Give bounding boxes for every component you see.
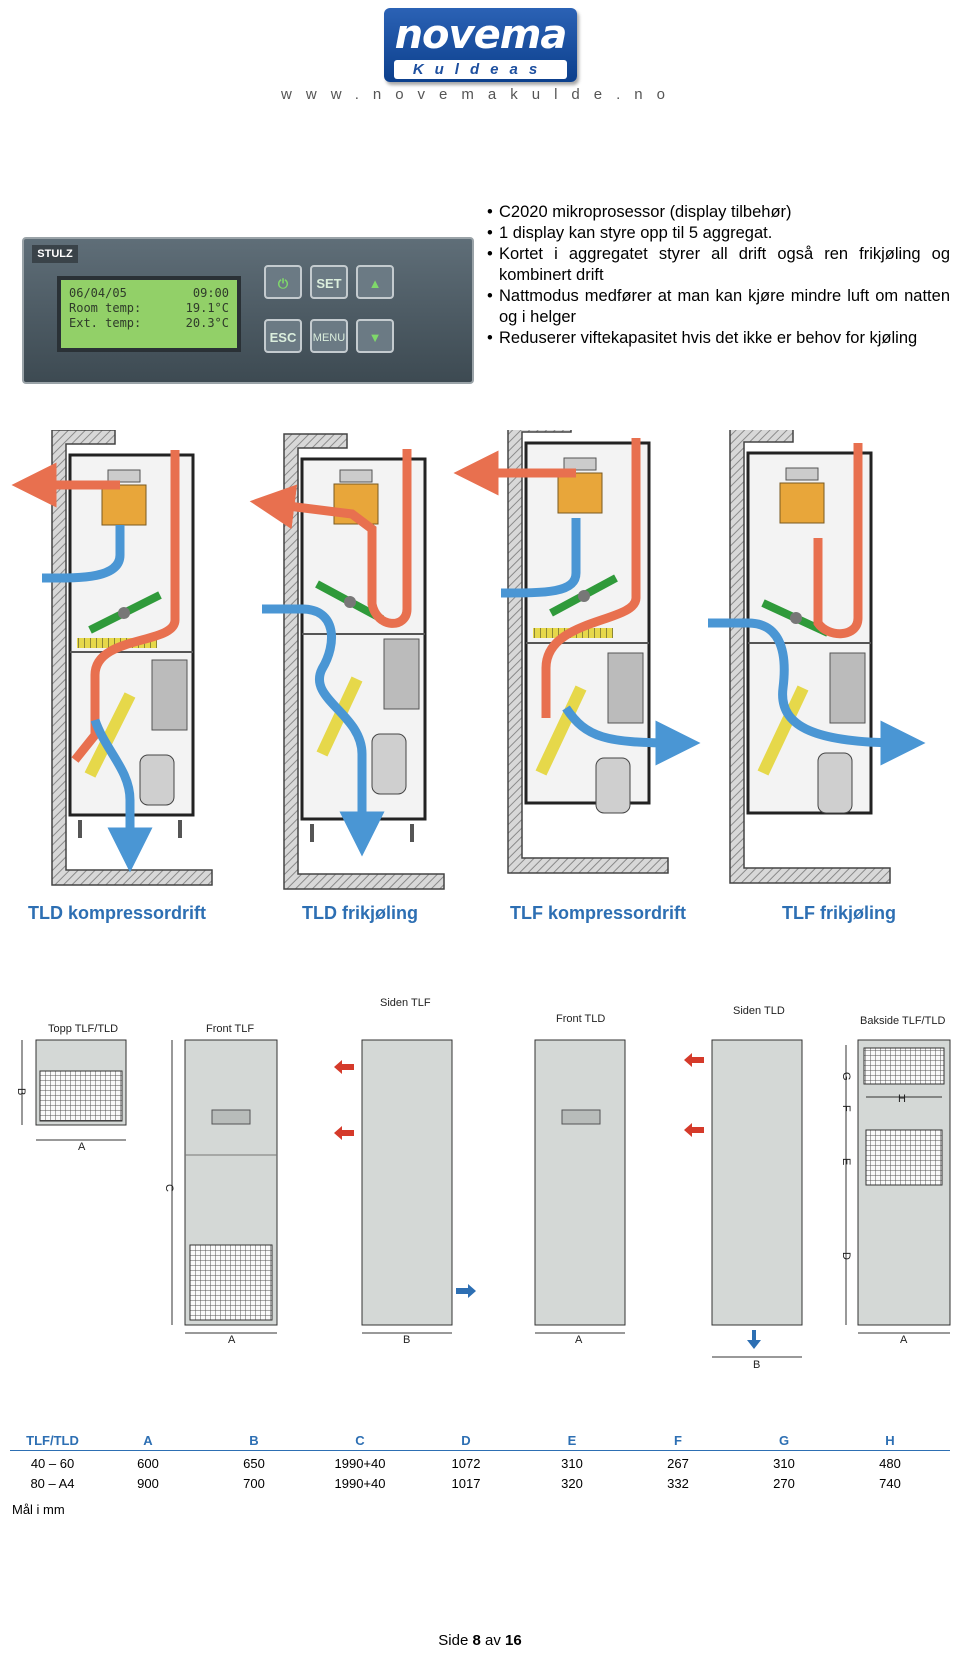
menu-button[interactable]: MENU — [310, 319, 348, 353]
power-button[interactable]: ⏻ — [264, 265, 302, 299]
footer-sep: av — [485, 1632, 501, 1649]
caption-tld-compressor: TLD kompressordrift — [28, 903, 207, 923]
lcd-room-label: Room temp: — [69, 301, 142, 315]
column-header: C — [355, 1433, 365, 1448]
column-header: E — [567, 1433, 577, 1448]
table-row: 80 – A4 900 700 1990+40 1017 320 332 270… — [10, 1476, 950, 1491]
dim-label-c: C — [163, 1184, 175, 1192]
dim-label-a: A — [900, 1334, 908, 1346]
esc-button[interactable]: ESC — [264, 319, 302, 353]
down-button[interactable]: ▼ — [356, 319, 394, 353]
column-header: A — [143, 1433, 153, 1448]
diagram-tlf-compressor — [453, 430, 701, 874]
view-label-front-tlf: Front TLF — [206, 1023, 254, 1035]
dimension-drawings: Topp TLF/TLD A B Front TLF C A Siden TLF… — [15, 997, 951, 1370]
table-header: TLF/TLD A B C D E F G H — [10, 1433, 950, 1451]
page-number: 8 — [472, 1632, 481, 1649]
table-cell: 1017 — [451, 1476, 481, 1491]
controller-panel: STULZ 06/04/05 09:00 Room temp: 19.1°C Ext… — [22, 237, 474, 384]
table-cell: 332 — [667, 1476, 689, 1491]
table-cell: 480 — [879, 1456, 901, 1471]
table-cell: 1072 — [451, 1456, 481, 1471]
view-label-side-tlf: Siden TLF — [380, 997, 431, 1009]
dim-label-a: A — [228, 1334, 236, 1346]
table-cell: 740 — [879, 1476, 901, 1491]
lcd-display: 06/04/05 09:00 Room temp: 19.1°C Ext. temp… — [57, 276, 241, 352]
caption-tlf-compressor: TLF kompressordrift — [510, 903, 687, 923]
dim-label-d: D — [840, 1252, 852, 1260]
novema-logo: novema Kuldeas — [384, 8, 577, 82]
table-cell: 1990+40 — [334, 1456, 386, 1471]
table-cell: 900 — [137, 1476, 159, 1491]
table-cell: 320 — [561, 1476, 583, 1491]
dim-label-b: B — [15, 1088, 27, 1095]
diagram-tlf-freecooling — [708, 430, 926, 884]
diagram-tld-freecooling — [249, 433, 445, 890]
lcd-row: Ext. temp: 20.3°C — [69, 316, 229, 331]
table-cell: 1990+40 — [334, 1476, 386, 1491]
feature-item: 1 display kan styre opp til 5 aggregat. — [487, 223, 950, 244]
table-cell: 650 — [243, 1456, 265, 1471]
column-header: G — [778, 1433, 790, 1448]
view-label-side-tld: Siden TLD — [733, 1005, 785, 1017]
up-button[interactable]: ▲ — [356, 265, 394, 299]
page-total: 16 — [505, 1632, 522, 1649]
lcd-row: 06/04/05 09:00 — [69, 286, 229, 301]
feature-item: Reduserer viftekapasitet hvis det ikke e… — [487, 328, 950, 349]
lcd-date: 06/04/05 — [69, 286, 127, 300]
dim-label-b: B — [403, 1334, 410, 1346]
view-label-back: Bakside TLF/TLD — [860, 1015, 945, 1027]
view-label-front-tld: Front TLD — [556, 1013, 605, 1025]
dim-label-h: H — [898, 1093, 906, 1105]
caption-tld-freecooling: TLD frikjøling — [302, 903, 418, 923]
feature-item: Kortet i aggregatet styrer all drift ogs… — [487, 244, 950, 286]
column-header: B — [249, 1433, 259, 1448]
table-cell: 40 – 60 — [30, 1456, 75, 1471]
dimension-table: TLF/TLD A B C D E F G H 40 – 60 600 650 … — [10, 1433, 950, 1491]
table-cell: 310 — [773, 1456, 795, 1471]
logo-wordmark: novema — [394, 12, 568, 58]
table-cell: 267 — [667, 1456, 689, 1471]
feature-list: C2020 mikroprosessor (display tilbehør) … — [487, 202, 950, 349]
lcd-ext-value: 20.3°C — [185, 316, 229, 330]
table-row: 40 – 60 600 650 1990+40 1072 310 267 310… — [10, 1456, 950, 1471]
dim-label-e: E — [840, 1158, 852, 1165]
dim-label-a: A — [78, 1141, 86, 1153]
feature-item: C2020 mikroprosessor (display tilbehør) — [487, 202, 950, 223]
feature-item: Nattmodus medfører at man kan kjøre mind… — [487, 286, 950, 328]
column-header: F — [674, 1433, 682, 1448]
logo-subtitle: Kuldeas — [394, 60, 567, 79]
caption-tlf-freecooling: TLF frikjøling — [782, 903, 896, 923]
lcd-time: 09:00 — [192, 286, 229, 300]
diagram-tld-compressor — [11, 430, 213, 886]
table-cell: 80 – A4 — [30, 1476, 75, 1491]
column-header: H — [885, 1433, 895, 1448]
view-label-top: Topp TLF/TLD — [48, 1023, 118, 1035]
dim-label-f: F — [840, 1105, 852, 1112]
lcd-row: Room temp: 19.1°C — [69, 301, 229, 316]
airflow-diagrams — [11, 430, 926, 890]
dim-label-a: A — [575, 1334, 583, 1346]
website-url: www.novemakulde.no — [281, 86, 679, 103]
dim-label-g: G — [840, 1072, 852, 1081]
footer-prefix: Side — [438, 1632, 469, 1649]
table-cell: 270 — [773, 1476, 795, 1491]
page-footer: Side 8 av 16 — [0, 1632, 960, 1649]
lcd-ext-label: Ext. temp: — [69, 316, 142, 330]
lcd-room-value: 19.1°C — [185, 301, 229, 315]
column-header: D — [461, 1433, 471, 1448]
table-cell: 700 — [243, 1476, 265, 1491]
table-cell: 310 — [561, 1456, 583, 1471]
unit-note: Mål i mm — [12, 1502, 65, 1517]
dim-label-b: B — [753, 1359, 760, 1370]
table-cell: 600 — [137, 1456, 159, 1471]
column-header: TLF/TLD — [26, 1433, 79, 1448]
stulz-brand: STULZ — [32, 245, 78, 263]
set-button[interactable]: SET — [310, 265, 348, 299]
